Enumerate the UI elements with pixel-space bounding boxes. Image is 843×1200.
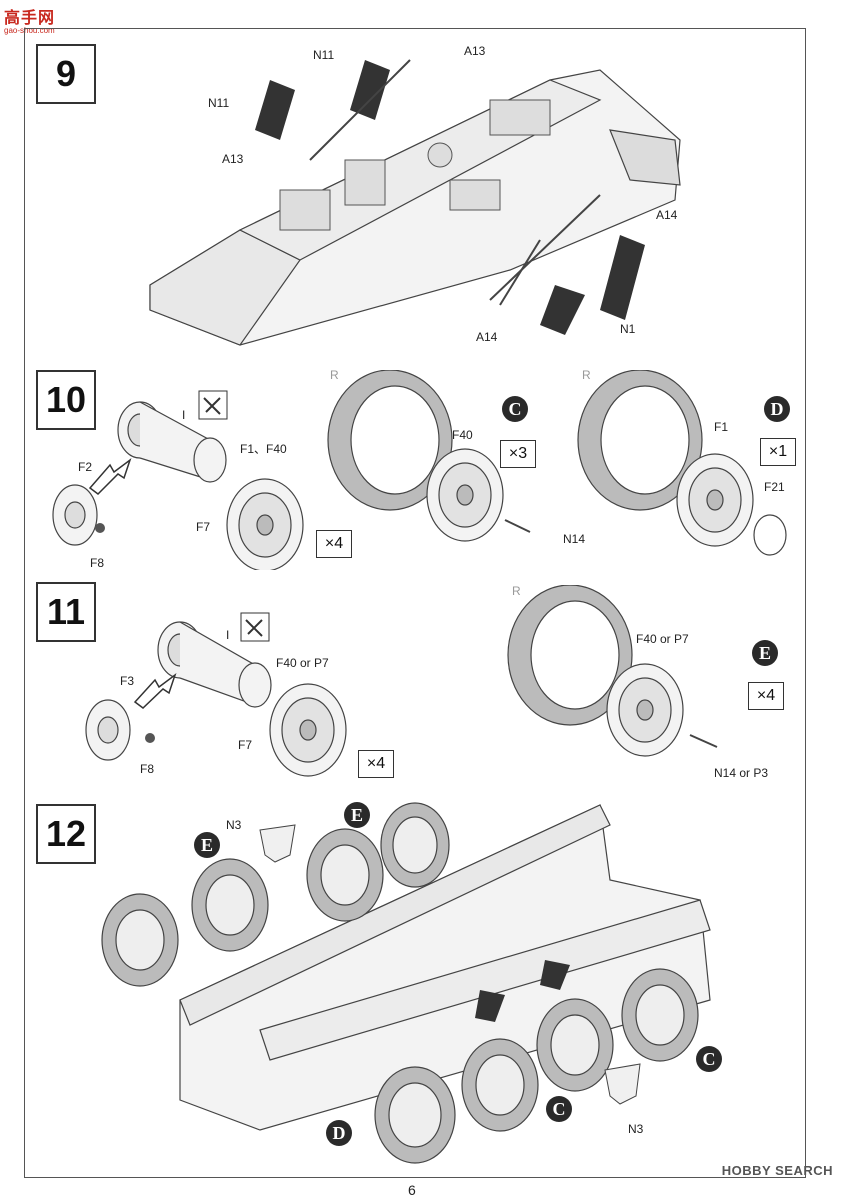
step12-callout-c1: C — [696, 1046, 722, 1072]
step11-tire-e — [507, 585, 718, 757]
step11-label-f3: F3 — [120, 674, 135, 688]
step10-tire-d — [577, 370, 787, 556]
step9-label-a13b: A13 — [222, 152, 244, 166]
watermark-cn: 高手网 — [4, 8, 56, 27]
step9-label-a14b: A14 — [476, 330, 498, 344]
step10-label-f8: F8 — [90, 556, 105, 570]
step-11-wheel-assembly — [85, 621, 347, 777]
step10-label-r1: R — [330, 368, 339, 382]
step-11-number: 11 — [36, 582, 96, 642]
step10-label-f1: F1 — [714, 420, 729, 434]
step11-callout-e: E — [752, 640, 778, 666]
step-9-number: 9 — [36, 44, 96, 104]
step12-callout-e1: E — [344, 802, 370, 828]
step11-label-f7: F7 — [238, 738, 253, 752]
step-10-number: 10 — [36, 370, 96, 430]
step10-label-f7: F7 — [196, 520, 211, 534]
step11-label-r: R — [512, 584, 521, 598]
step11-qty-e: ×4 — [748, 682, 784, 710]
step10-label-f1f40: F1、F40 — [240, 442, 287, 456]
step12-label-n3a: N3 — [226, 818, 242, 832]
step11-label-f8: F8 — [140, 762, 155, 776]
step-10-wheel-assembly — [52, 401, 304, 570]
step10-label-f21: F21 — [764, 480, 785, 494]
step11-tool-icon-box — [240, 612, 270, 642]
step10-qty-c: ×3 — [500, 440, 536, 468]
page-number: 6 — [408, 1182, 416, 1198]
step11-label-f40p7-b: F40 or P7 — [636, 632, 689, 646]
step9-label-a13a: A13 — [464, 44, 486, 58]
hobby-search-brand: HOBBY SEARCH — [721, 1163, 833, 1178]
step9-label-n11b: N11 — [208, 96, 230, 110]
step12-callout-e2: E — [194, 832, 220, 858]
step10-qty-main: ×4 — [316, 530, 352, 558]
step10-tool-icon-box — [198, 390, 228, 420]
step9-label-a14a: A14 — [656, 208, 678, 222]
step11-label-f40p7: F40 or P7 — [276, 656, 329, 670]
step11-label-n14p3: N14 or P3 — [714, 766, 769, 780]
step11-label-i: I — [226, 628, 230, 642]
step12-callout-c2: C — [546, 1096, 572, 1122]
step10-callout-d: D — [764, 396, 790, 422]
step12-label-n3b: N3 — [628, 1122, 644, 1136]
step10-label-f40: F40 — [452, 428, 473, 442]
step10-qty-d: ×1 — [760, 438, 796, 466]
step-9-hull-drawing — [149, 59, 681, 346]
step-12-chassis-drawing — [101, 802, 711, 1164]
watermark-url: gao-shou.com — [4, 26, 55, 35]
step10-label-n14: N14 — [563, 532, 586, 546]
step12-callout-d: D — [326, 1120, 352, 1146]
step9-label-n1: N1 — [620, 322, 636, 336]
step-12-number: 12 — [36, 804, 96, 864]
step10-label-i: I — [182, 408, 186, 422]
watermark-logo: 高手网 gao-shou.com — [4, 4, 55, 35]
step10-label-f2: F2 — [78, 460, 93, 474]
step10-tire-c — [327, 370, 531, 542]
step10-callout-c: C — [502, 396, 528, 422]
page-frame — [24, 28, 806, 1178]
step11-qty-main: ×4 — [358, 750, 394, 778]
step9-label-n11a: N11 — [313, 48, 335, 62]
step10-label-r2: R — [582, 368, 591, 382]
